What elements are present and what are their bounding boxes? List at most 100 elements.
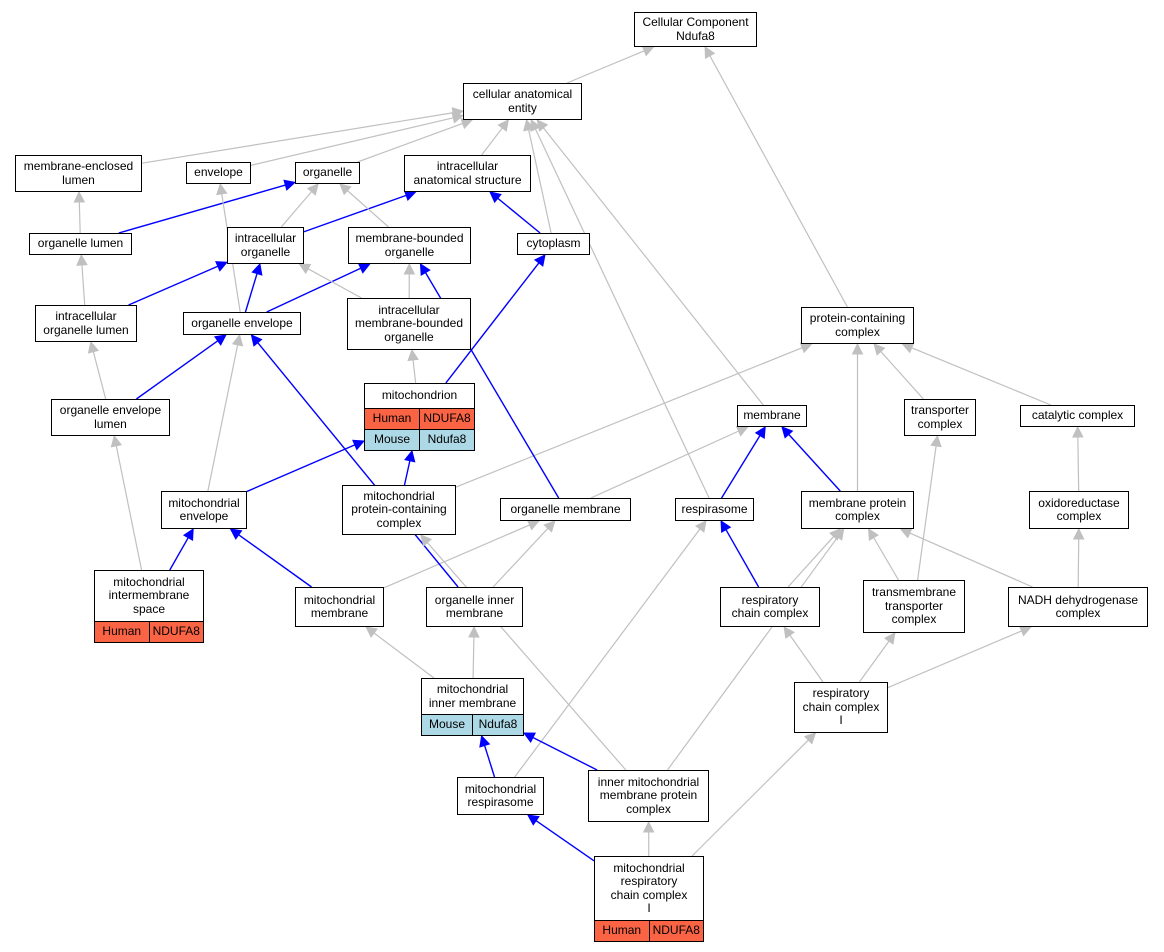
arrowhead-icon (182, 528, 194, 541)
arrowhead-icon (526, 814, 540, 826)
node-cc[interactable]: Cellular Component Ndufa8 (634, 12, 757, 47)
node-rcc[interactable]: respiratory chain complex (720, 587, 820, 627)
edge-tmtc-to-tc (917, 445, 937, 581)
node-oxc[interactable]: oxidoreductase complex (1029, 491, 1129, 529)
node-tc[interactable]: transporter complex (904, 399, 976, 436)
arrowhead-icon (641, 45, 655, 57)
edge-mpcc-to-pcc (455, 347, 803, 488)
edge-oxc-to-catc (1077, 436, 1080, 492)
node-impc[interactable]: inner mitochondrial membrane protein com… (588, 770, 709, 822)
node-label: mitochondrial envelope (168, 495, 240, 523)
arrowhead-icon (357, 263, 371, 274)
node-label: respiratory chain complex I (802, 686, 880, 728)
node-env[interactable]: envelope (186, 162, 251, 184)
arrowhead-icon (403, 190, 417, 201)
edge-imbo-to-intorg (307, 268, 362, 299)
edge-env-to-cae (250, 117, 454, 166)
node-oenv[interactable]: organelle envelope (183, 312, 301, 335)
edge-oim-to-oenv (257, 342, 459, 588)
edge-mis-to-oel (115, 445, 143, 571)
node-label: Cellular Component Ndufa8 (642, 15, 749, 43)
node-label: organelle membrane (510, 501, 621, 516)
node-imbo[interactable]: intracellular membrane-bounded organelle (347, 298, 471, 350)
arrowhead-icon (735, 426, 749, 437)
arrowhead-icon (451, 112, 465, 124)
node-orglumen[interactable]: organelle lumen (29, 233, 132, 255)
arrowhead-icon (694, 520, 707, 533)
node-membrane[interactable]: membrane (737, 405, 807, 427)
arrowhead-icon (523, 732, 536, 743)
node-tmtc[interactable]: transmembrane transporter complex (863, 580, 965, 633)
arrowhead-icon (930, 434, 942, 448)
arrowhead-icon (250, 334, 263, 347)
node-resp[interactable]: respirasome (675, 498, 754, 521)
edge-mpcc-to-mito (403, 460, 411, 486)
node-om[interactable]: organelle membrane (500, 498, 631, 521)
node-label: organelle envelope (191, 315, 293, 330)
node-catc[interactable]: catalytic complex (1020, 405, 1135, 427)
node-mm[interactable]: mitochondrial membrane (295, 587, 384, 627)
node-rcc1[interactable]: respiratory chain complex I (794, 682, 888, 733)
node-label: membrane-enclosed lumen (23, 159, 134, 187)
edge-mis-to-menv (169, 537, 189, 571)
node-oim[interactable]: organelle inner membrane (426, 587, 523, 627)
node-ias[interactable]: intracellular anatomical structure (404, 155, 531, 192)
edge-membrane-to-cae (542, 127, 764, 406)
arrowhead-icon (754, 426, 766, 439)
edge-mpc-to-membrane (788, 433, 841, 492)
node-mbo[interactable]: membrane-bounded organelle (348, 227, 471, 264)
arrowhead-icon (403, 262, 416, 275)
arrowhead-icon (803, 732, 817, 745)
node-label: intracellular organelle (234, 231, 297, 259)
edge-oim-to-om (492, 527, 549, 588)
node-label: mitochondrial respiratory chain complex … (610, 860, 688, 915)
edge-menv-to-oenv (207, 344, 239, 492)
node-mpcc[interactable]: mitochondrial protein-containing complex (342, 485, 456, 535)
arrowhead-icon (365, 626, 378, 638)
edge-rcc-to-resp (725, 529, 760, 588)
edge-ias-to-cae (481, 127, 503, 156)
node-iol[interactable]: intracellular organelle lumen (35, 305, 137, 342)
node-label: intracellular organelle lumen (43, 309, 129, 337)
species-cell: Human (602, 923, 642, 938)
edge-orglumen-to-mel (78, 201, 81, 234)
node-mrcc1[interactable]: mitochondrial respiratory chain complex … (594, 856, 704, 942)
edge-resp-to-cae (534, 128, 710, 499)
edge-org-to-cae (357, 122, 463, 163)
arrowhead-icon (526, 519, 540, 531)
node-mel[interactable]: membrane-enclosed lumen (15, 155, 142, 192)
node-cae[interactable]: cellular anatomical entity (463, 83, 582, 120)
arrowhead-icon (251, 262, 263, 276)
gene-cell: NDUFA8 (648, 921, 704, 941)
node-label: envelope (194, 165, 243, 180)
edge-pcc-to-cc (709, 55, 848, 308)
node-pcc[interactable]: protein-containing complex (801, 307, 914, 344)
node-intorg[interactable]: intracellular organelle (227, 227, 304, 264)
node-mpc[interactable]: membrane protein complex (801, 491, 914, 529)
node-cyto[interactable]: cytoplasm (517, 233, 590, 255)
node-label: mitochondrial respirasome (464, 781, 537, 809)
arrowhead-icon (76, 253, 88, 266)
edge-mito-to-cyto (445, 262, 540, 384)
arrowhead-icon (110, 434, 123, 448)
edge-mbo-to-org (347, 190, 389, 228)
node-menv[interactable]: mitochondrial envelope (161, 491, 247, 529)
node-label: oxidoreductase complex (1038, 495, 1120, 523)
node-org[interactable]: organelle (295, 162, 360, 184)
edge-impc-to-mim (532, 736, 598, 771)
edge-oenv-to-mbo (266, 267, 362, 313)
arrowhead-icon (1072, 527, 1085, 540)
node-mresp[interactable]: mitochondrial respirasome (457, 777, 544, 815)
node-nadh[interactable]: NADH dehydrogenase complex (1008, 587, 1148, 627)
arrowhead-icon (306, 183, 319, 196)
edge-oenv-to-intorg (244, 273, 258, 313)
node-oel[interactable]: organelle envelope lumen (51, 399, 170, 436)
node-label: transmembrane transporter complex (871, 585, 957, 627)
arrowhead-icon (419, 263, 431, 276)
node-label: respiratory chain complex (731, 592, 809, 620)
edge-mm-to-menv (238, 534, 312, 588)
